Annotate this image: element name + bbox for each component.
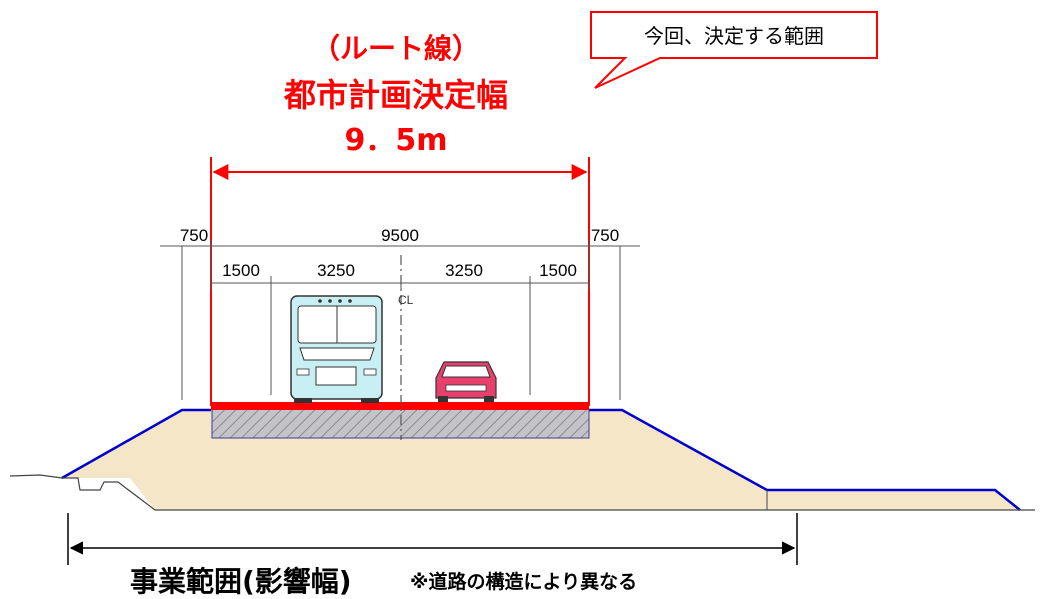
dim-left-shoulder: 750 — [180, 226, 208, 245]
ground-line — [9, 474, 1035, 511]
project-range-dimension — [67, 513, 798, 565]
callout-box — [590, 11, 878, 89]
dim-right-shoulder: 750 — [591, 226, 619, 245]
title-line-3: 9．5m — [344, 123, 447, 158]
project-range-note: ※道路の構造により異なる — [410, 570, 637, 593]
dim-left-sidewalk: 1500 — [222, 261, 260, 280]
centerline-label: CL — [398, 293, 414, 307]
title-line-2: 都市計画決定幅 — [283, 76, 508, 114]
dimension-lines — [160, 240, 640, 400]
callout-text: 今回、決定する範囲 — [644, 24, 824, 48]
road-surface — [211, 402, 589, 410]
planning-width-dimension — [210, 157, 590, 406]
pavement — [211, 402, 590, 439]
project-range-label: 事業範囲(影響幅) — [130, 565, 352, 598]
dim-left-lane: 3250 — [317, 261, 355, 280]
callout: 今回、決定する範囲 — [590, 11, 878, 89]
dim-right-sidewalk: 1500 — [539, 261, 577, 280]
bus — [290, 295, 383, 403]
title-line-1: （ルート線） — [312, 32, 480, 65]
dim-right-lane: 3250 — [445, 261, 483, 280]
dim-total-width: 9500 — [381, 226, 419, 245]
car — [435, 361, 497, 402]
left-slope-line — [61, 408, 211, 480]
